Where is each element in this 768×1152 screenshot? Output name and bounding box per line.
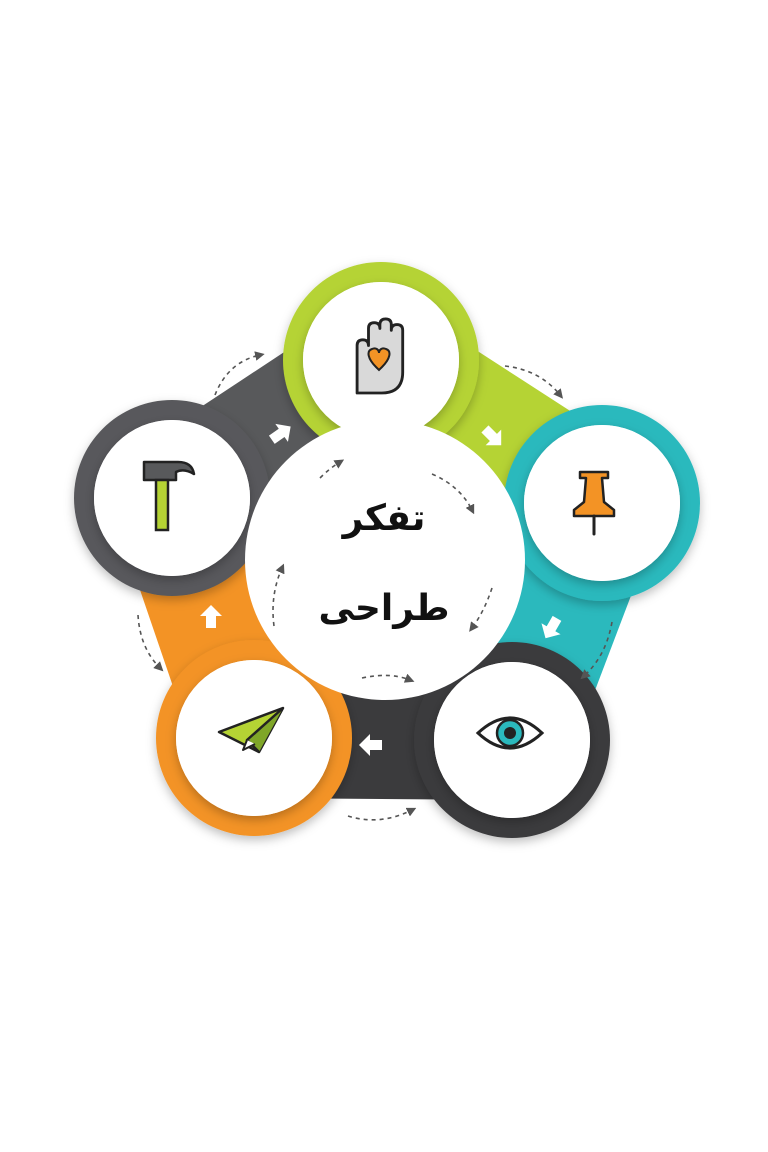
center-title-line-2: طراحی [318,588,450,629]
flow-arrow-empathize [268,423,291,444]
dashed-arc-8 [469,587,493,632]
flow-arrow-send [359,734,382,756]
hand-heart-icon [355,317,405,395]
dashed-arc-arrows [137,351,613,821]
hammer-icon [142,460,196,532]
eye-icon [475,716,545,750]
pushpin-icon [572,470,616,536]
core-disc [245,420,525,700]
center-title-line-1: تفکر [342,498,426,539]
flow-arrows [200,423,562,756]
flow-arrow-build [200,605,222,628]
dashed-arc-3 [580,621,613,680]
center-core [94,282,680,818]
dashed-arc-6 [319,459,345,479]
flow-arrow-define [481,425,502,446]
dashed-arc-7 [431,473,475,515]
ring-center-build [94,420,250,576]
dashed-arc-9 [361,673,415,683]
dashed-arc-2 [504,365,563,399]
flow-arrow-observe [541,615,562,639]
dashed-arc-4 [347,807,417,821]
dashed-arc-1 [214,351,265,396]
paper-plane-icon [217,706,285,754]
